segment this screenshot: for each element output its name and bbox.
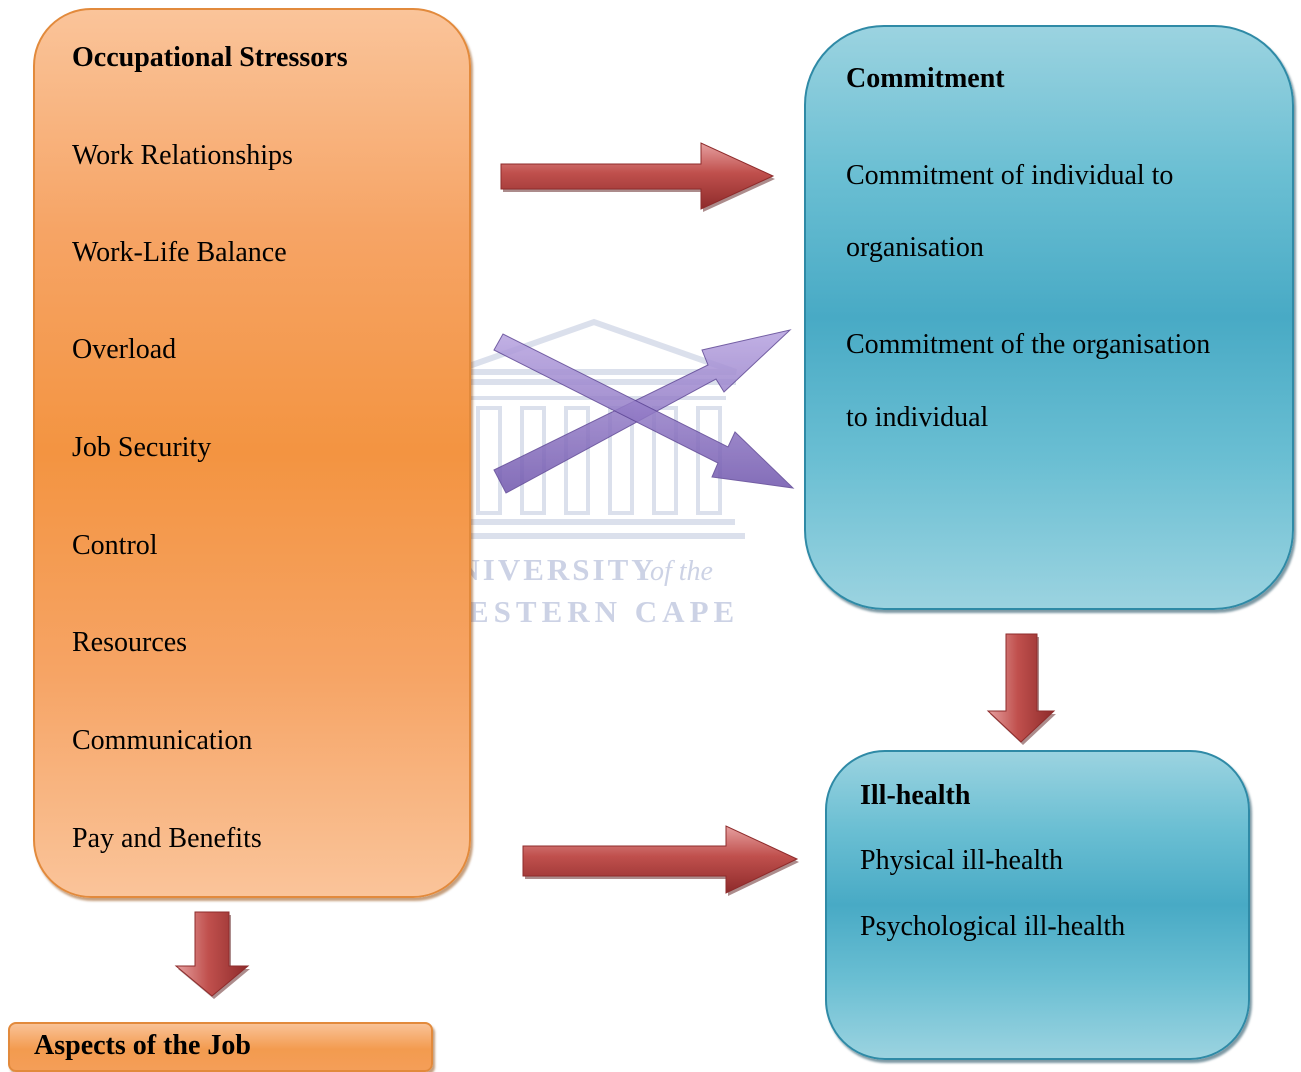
stressor-item: Resources — [72, 627, 188, 658]
stressor-item: Work Relationships — [72, 140, 293, 171]
commitment-line: to individual — [846, 402, 989, 433]
commitment-line: organisation — [846, 232, 984, 263]
ill-health-item: Physical ill-health — [860, 845, 1063, 876]
aspects-title: Aspects of the Job — [34, 1030, 251, 1061]
watermark-line1-italic: of the — [650, 556, 713, 587]
stressor-item: Overload — [72, 334, 177, 365]
commitment-line: Commitment of individual to — [846, 160, 1174, 191]
arrow-right-icon — [522, 825, 799, 896]
stressor-item: Job Security — [72, 432, 212, 463]
arrow-right-icon — [500, 142, 775, 212]
stressor-item: Work-Life Balance — [72, 237, 287, 268]
arrow-down-icon — [986, 633, 1056, 745]
ill-health-item: Psychological ill-health — [860, 911, 1126, 942]
occupational-stressors-box — [33, 8, 471, 898]
ill-health-title: Ill-health — [860, 780, 971, 811]
arrow-down-right-icon — [493, 333, 795, 489]
stressor-item: Control — [72, 530, 158, 561]
stressor-item: Pay and Benefits — [72, 823, 262, 854]
ill-health-box — [825, 750, 1250, 1060]
arrow-down-icon — [174, 911, 250, 999]
stressor-item: Communication — [72, 725, 253, 756]
commitment-title: Commitment — [846, 63, 1005, 94]
stressors-title: Occupational Stressors — [72, 42, 348, 73]
commitment-box — [804, 25, 1294, 610]
aspects-of-job-box — [8, 1022, 433, 1072]
watermark-line2: WESTERN CAPE — [432, 594, 739, 629]
commitment-line: Commitment of the organisation — [846, 329, 1211, 360]
